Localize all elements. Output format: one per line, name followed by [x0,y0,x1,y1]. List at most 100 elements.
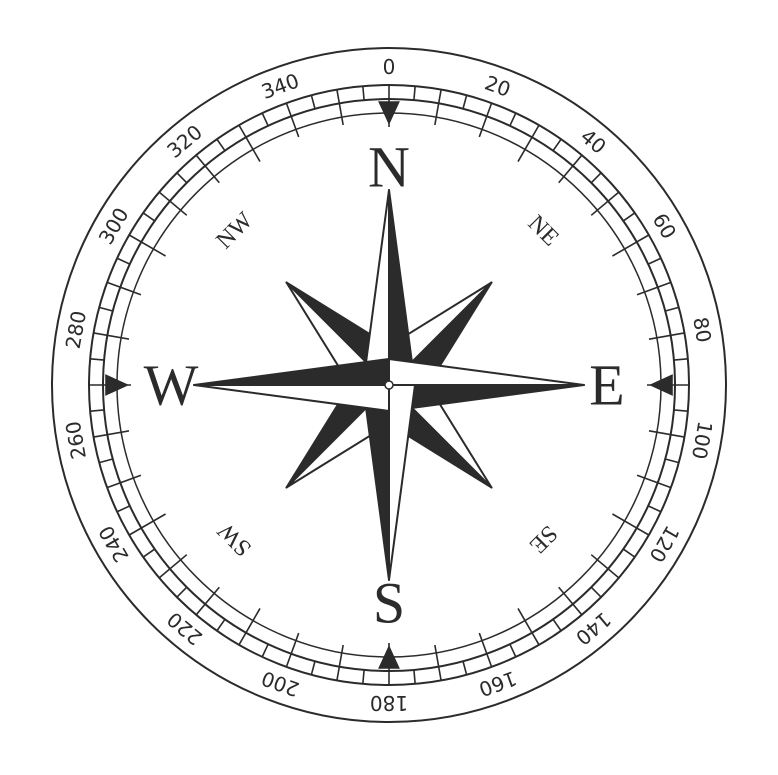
degree-label: 260 [61,419,91,461]
degree-tick [665,306,679,312]
degree-tick [434,89,442,126]
intercardinal-label-nw: NW [212,207,259,254]
degree-tick [310,95,316,109]
degree-tick [590,191,620,216]
degree-tick [622,548,636,558]
degree-tick [362,86,365,101]
degree-tick [622,212,636,222]
degree-tick [176,172,188,184]
degree-label: 20 [482,71,514,102]
degree-tick [636,281,672,296]
degree-label: 280 [61,309,91,351]
degree-tick [612,234,650,257]
degree-tick [142,212,156,222]
degree-tick [90,409,105,412]
degree-label: 320 [162,120,207,163]
degree-tick [478,102,493,138]
degree-tick [176,586,188,598]
degree-tick [558,154,583,184]
degree-tick [93,430,130,438]
cardinal-label-n: N [368,135,410,200]
degree-tick [413,86,416,101]
degree-label: 100 [687,419,717,461]
degree-label: 240 [94,521,134,566]
degree-tick [648,332,685,340]
degree-tick [116,257,131,265]
outer-ring [51,47,727,723]
cardinal-marker [649,374,673,396]
degree-tick [116,505,131,513]
degree-tick [665,458,679,464]
cardinal-spike-light-half [193,384,390,412]
cardinal-label-e: E [589,353,624,418]
degree-tick [558,586,583,616]
degree-tick [648,430,685,438]
degree-label: 140 [571,607,616,650]
degree-tick [238,124,261,162]
degree-tick [106,281,142,296]
degree-tick [216,618,226,632]
degree-tick [158,554,188,579]
degree-tick [673,358,688,361]
degree-tick [552,138,562,152]
degree-tick [413,669,416,684]
degree-tick [517,608,540,646]
degree-tick [195,586,220,616]
degree-tick [552,618,562,632]
degree-tick [590,554,620,579]
cardinal-spike-dark-half [362,384,390,581]
cardinal-spike-light-half [362,189,390,386]
cardinal-spike-dark-half [388,189,416,386]
degree-tick [636,474,672,489]
degree-tick [285,102,300,138]
degree-tick [336,644,344,681]
degree-tick [99,306,113,312]
degree-tick [261,643,269,658]
cardinal-marker [105,374,129,396]
degree-tick [509,112,517,127]
degree-tick [216,138,226,152]
degree-tick [158,191,188,216]
degree-tick [128,513,166,536]
cardinal-spike-dark-half [193,358,390,386]
degree-tick [462,661,468,675]
degree-tick [509,643,517,658]
degree-tick [517,124,540,162]
degree-tick [647,505,662,513]
wind-rose-star [193,189,585,581]
degree-tick [462,95,468,109]
cardinal-label-w: W [144,353,199,418]
degree-tick [106,474,142,489]
cardinal-marker [378,101,400,125]
cardinal-spike-dark-half [388,384,585,412]
rose-center [384,380,394,390]
degree-tick [310,661,316,675]
degree-label: 220 [162,607,207,650]
degree-label: 120 [644,521,684,566]
cardinal-spike-light-half [388,358,585,386]
degree-tick [434,644,442,681]
degree-tick [128,234,166,257]
intercardinal-label-se: SE [524,520,562,558]
degree-label: 60 [648,209,682,243]
degree-tick [142,548,156,558]
intercardinal-label-sw: SW [213,517,257,561]
degree-tick [590,172,602,184]
cardinal-marker [378,645,400,669]
degree-tick [478,632,493,668]
degree-tick [673,409,688,412]
degree-tick [195,154,220,184]
degree-label: 180 [370,691,408,715]
degree-tick [590,586,602,598]
degree-tick [90,358,105,361]
degree-tick [336,89,344,126]
intercardinal-label-ne: NE [523,210,564,251]
degree-tick [93,332,130,340]
degree-label: 200 [258,666,302,702]
degree-label: 160 [476,666,520,702]
degree-tick [647,257,662,265]
degree-tick [612,513,650,536]
